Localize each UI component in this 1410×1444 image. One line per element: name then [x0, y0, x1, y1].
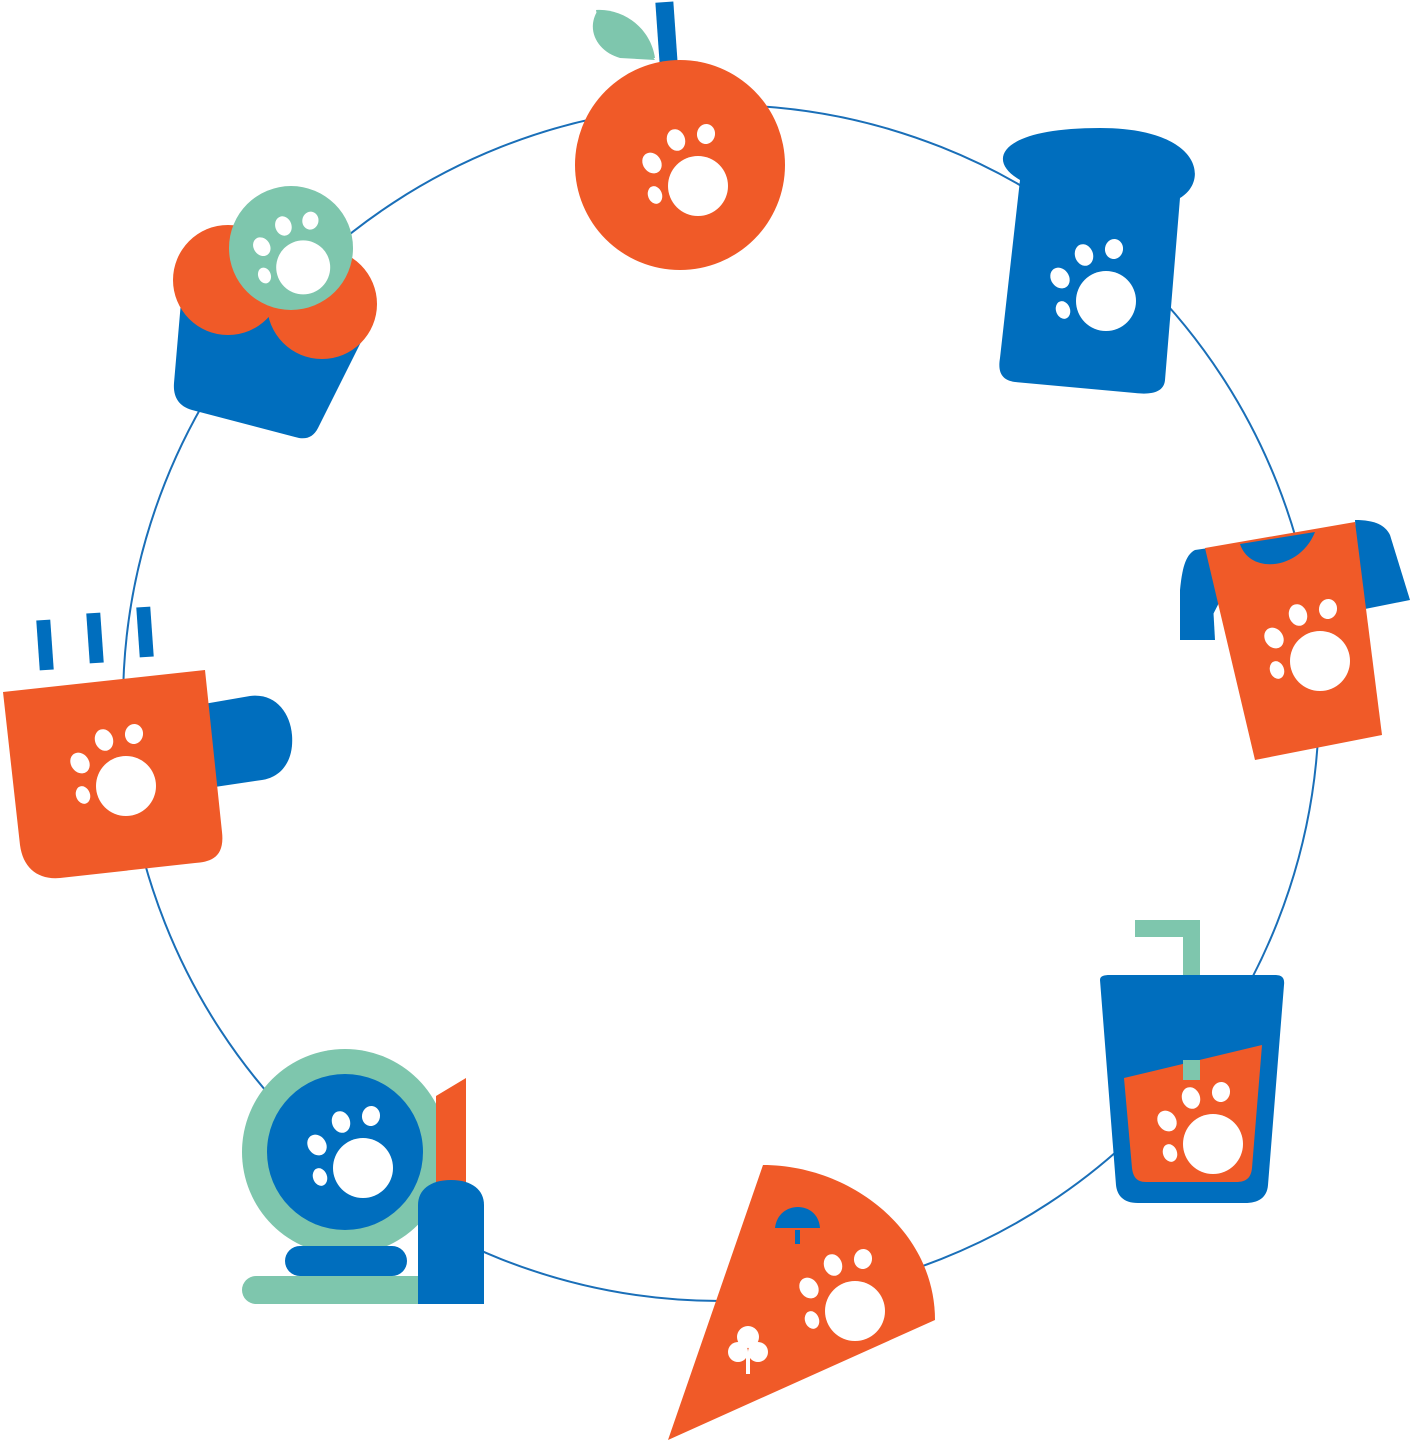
drink-cup-icon [1100, 920, 1285, 1203]
makeup-mirror-lipstick-icon [242, 1049, 484, 1304]
bread-slice-icon [999, 128, 1195, 394]
hot-mug-icon [3, 606, 293, 879]
orange-fruit-icon [575, 1, 785, 270]
tshirt-icon [1180, 520, 1410, 760]
cupcake-icon [173, 186, 377, 439]
pizza-slice-icon [668, 1165, 935, 1440]
